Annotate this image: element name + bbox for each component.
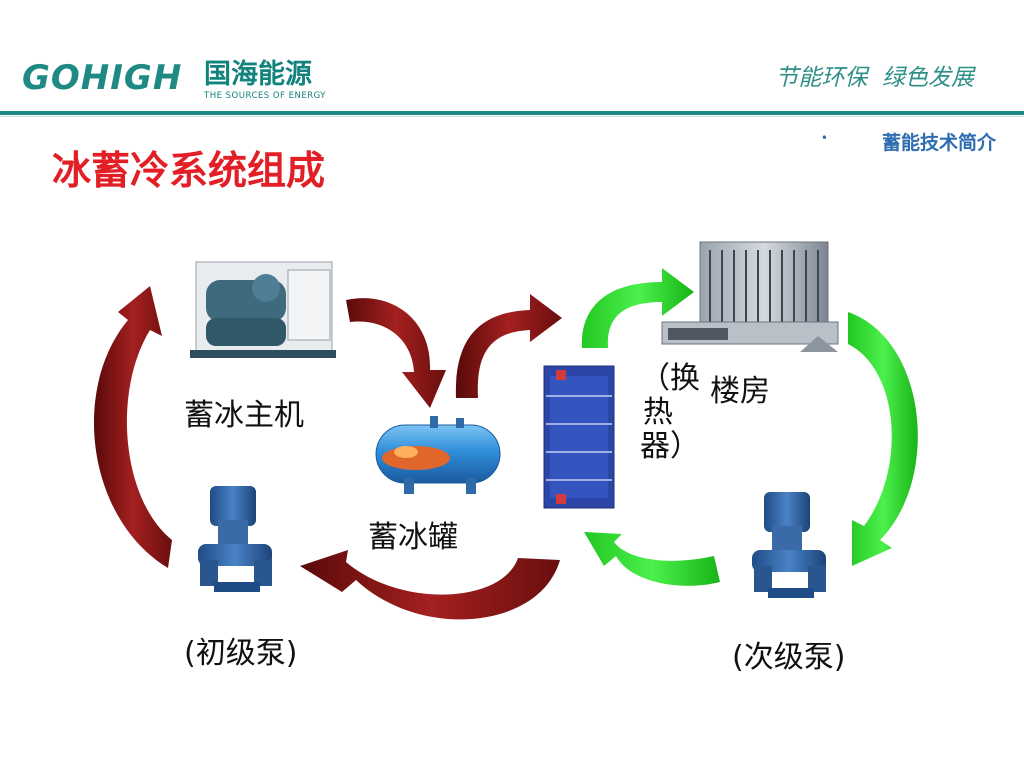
flow-arrow-chiller-to-tank [346,298,446,408]
flow-arrow-secondary-return [584,532,720,586]
chiller-unit [190,261,336,358]
slogan: 节能环保 绿色发展 [775,65,974,91]
building [661,241,839,352]
ice-tank [375,416,501,494]
header-divider [0,111,1024,115]
section-title: 蓄能技术简介 [881,132,996,154]
header-divider-thin [0,116,1024,117]
company-logo: GOHIGH 国海能源 THE SOURCES OF ENERGY [22,58,352,104]
secondary-pump [752,492,826,598]
flow-arrow-left [93,286,172,568]
flow-arrow-tank-to-hx [455,294,562,398]
label-secondary-pump: (次级泵) [732,640,846,675]
primary-pump [198,486,272,592]
logo-wordmark: GOHIGH [22,58,183,98]
section-bullet: • [820,131,828,145]
logo-tagline: THE SOURCES OF ENERGY [204,91,326,101]
label-heat-exchanger: （换热器） [640,361,700,464]
page-title: 冰蓄冷系统组成 [52,149,326,194]
label-chiller: 蓄冰主机 [184,398,304,433]
label-primary-pump: (初级泵) [184,636,298,671]
label-building: 楼房 [710,374,770,409]
flow-arrow-hx-to-building [581,268,694,348]
primary-loop [93,286,562,620]
secondary-loop [581,268,918,586]
flow-arrow-bottom-return [300,550,560,620]
flow-arrow-right [848,312,918,566]
plate-heat-exchanger [543,365,615,509]
logo-name-cn: 国海能源 [204,59,312,90]
label-ice-tank: 蓄冰罐 [368,520,458,555]
